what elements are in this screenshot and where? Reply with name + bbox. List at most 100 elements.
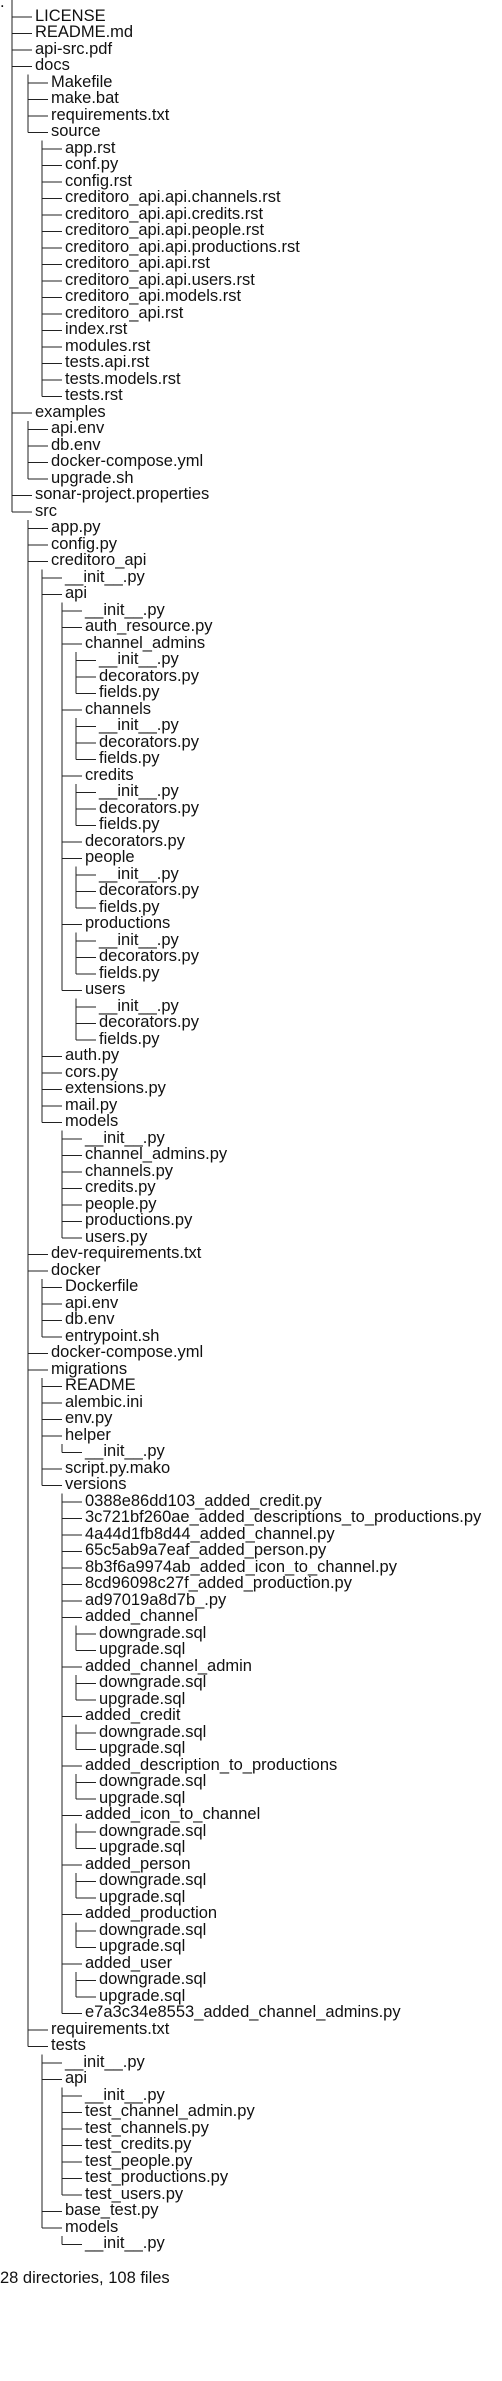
tree-entry: downgrade.sql <box>99 1772 207 1790</box>
tree-entry: upgrade.sql <box>99 1887 186 1906</box>
tree-entry: users <box>85 980 126 998</box>
tree-entry: people.py <box>85 1194 157 1213</box>
tree-entry: creditoro_api.api.productions.rst <box>65 237 300 256</box>
tree-entry: creditoro_api.models.rst <box>65 287 242 305</box>
tree-entry: creditoro_api.api.rst <box>65 254 210 272</box>
tree-entry: credits <box>85 765 134 784</box>
tree-entry: Dockerfile <box>65 1277 139 1295</box>
tree-entry: downgrade.sql <box>99 1821 207 1840</box>
tree-entry: __init__.py <box>99 996 179 1015</box>
tree-entry: make.bat <box>51 89 119 107</box>
tree-entry: test_credits.py <box>85 2135 192 2153</box>
tree-entry: source <box>51 122 101 140</box>
tree-entry: conf.py <box>65 155 119 173</box>
tree-entry: channel_admins <box>85 633 206 652</box>
tree-entry: test_people.py <box>85 2151 193 2170</box>
tree-entry: test_channel_admin.py <box>85 2102 255 2120</box>
tree-entry: modules.rst <box>65 336 151 355</box>
tree-entry: downgrade.sql <box>99 1722 207 1741</box>
tree-entry: api.env <box>51 419 105 437</box>
tree-entry: added_person <box>85 1854 191 1873</box>
tree-entry: __init__.py <box>99 716 179 734</box>
tree-entry: creditoro_api.api.credits.rst <box>65 204 264 223</box>
tree-entry: fields.py <box>99 963 160 982</box>
tree-entry: downgrade.sql <box>99 1920 207 1939</box>
tree-entry: mail.py <box>65 1095 118 1114</box>
tree-entry: fields.py <box>99 749 160 767</box>
tree-entry: test_channels.py <box>85 2118 209 2137</box>
tree-entry: __init__.py <box>99 864 179 883</box>
tree-entry: docker-compose.yml <box>51 1343 204 1361</box>
tree-entry: downgrade.sql <box>99 1871 207 1889</box>
tree-entry: db.env <box>51 435 101 454</box>
tree-entry: tests.api.rst <box>65 353 150 371</box>
tree-entry: test_users.py <box>85 2184 184 2203</box>
tree-entry: decorators.py <box>99 666 199 685</box>
tree-entry: downgrade.sql <box>99 1623 207 1642</box>
tree-entry: README <box>65 1376 136 1394</box>
tree-entry: dev-requirements.txt <box>51 1244 202 1262</box>
tree-entry: added_channel <box>85 1607 198 1625</box>
tree-entry: env.py <box>65 1409 113 1427</box>
tree-entry: downgrade.sql <box>99 1673 207 1691</box>
tree-entry: config.rst <box>65 171 132 190</box>
tree-entry: 0388e86dd103_added_credit.py <box>85 1491 322 1510</box>
tree-entry: upgrade.sql <box>99 1640 186 1658</box>
tree-entry: creditoro_api.api.users.rst <box>65 270 255 289</box>
tree-entry: docs <box>35 56 70 74</box>
tree-entry: requirements.txt <box>51 105 170 124</box>
tree-entry: LICENSE <box>35 6 106 25</box>
tree-entry: auth.py <box>65 1046 120 1064</box>
tree-entry: README.md <box>35 23 134 41</box>
tree-entry: __init__.py <box>99 650 179 668</box>
tree-entry: requirements.txt <box>51 2019 170 2038</box>
tree-entry: added_channel_admin <box>85 1656 252 1675</box>
tree-entry: decorators.py <box>99 798 199 817</box>
tree-entry: __init__.py <box>99 782 179 800</box>
tree-entry: script.py.mako <box>65 1458 171 1477</box>
tree-entry: api <box>65 584 88 602</box>
tree-entry: decorators.py <box>99 732 199 751</box>
tree-entry: added_description_to_productions <box>85 1755 338 1774</box>
tree-entry: api-src.pdf <box>35 39 113 58</box>
tree-entry: ad97019a8d7b_.py <box>85 1590 227 1609</box>
tree-entry: entrypoint.sh <box>65 1326 160 1345</box>
tree-entry: fields.py <box>99 1029 160 1048</box>
tree-root: . <box>0 0 5 11</box>
tree-entry: added_credit <box>85 1706 181 1724</box>
tree-entry: __init__.py <box>85 2234 165 2252</box>
tree-entry: __init__.py <box>85 1128 165 1147</box>
tree-entry: alembic.ini <box>65 1392 143 1411</box>
tree-entry: 3c721bf260ae_added_descriptions_to_produ… <box>85 1508 482 1526</box>
tree-entry: tests.rst <box>65 386 123 404</box>
tree-entry: config.py <box>51 534 118 553</box>
tree-entry: channels <box>85 699 152 718</box>
tree-entry: e7a3c34e8553_added_channel_admins.py <box>85 2003 401 2021</box>
tree-entry: fields.py <box>99 897 160 916</box>
tree-entry: users.py <box>85 1227 148 1246</box>
tree-entry: app.py <box>51 518 101 536</box>
tree-entry: models <box>65 2217 119 2236</box>
tree-entry: upgrade.sql <box>99 1838 186 1856</box>
tree-entry: sonar-project.properties <box>35 485 210 503</box>
tree-entry: upgrade.sql <box>99 1986 186 2005</box>
tree-entry: __init__.py <box>85 1442 165 1460</box>
tree-entry: models <box>65 1112 119 1130</box>
tree-entry: examples <box>35 402 106 421</box>
tree-entry: 8b3f6a9974ab_added_icon_to_channel.py <box>85 1557 397 1576</box>
tree-entry: people <box>85 848 135 866</box>
tree-entry: channel_admins.py <box>85 1145 228 1163</box>
tree-entry: productions <box>85 914 171 932</box>
tree-entry: upgrade.sh <box>51 468 134 487</box>
tree-summary: 28 directories, 108 files <box>0 2268 170 2287</box>
tree-entry: channels.py <box>85 1161 174 1180</box>
tree-entry: downgrade.sql <box>99 1970 207 1988</box>
tree-entry: upgrade.sql <box>99 1788 186 1807</box>
tree-entry: 4a44d1fb8d44_added_channel.py <box>85 1524 335 1543</box>
tree-entry: 65c5ab9a7eaf_added_person.py <box>85 1541 327 1559</box>
tree-entry: extensions.py <box>65 1079 166 1097</box>
tree-entry: creditoro_api.rst <box>65 303 184 322</box>
tree-entry: decorators.py <box>99 1013 199 1031</box>
